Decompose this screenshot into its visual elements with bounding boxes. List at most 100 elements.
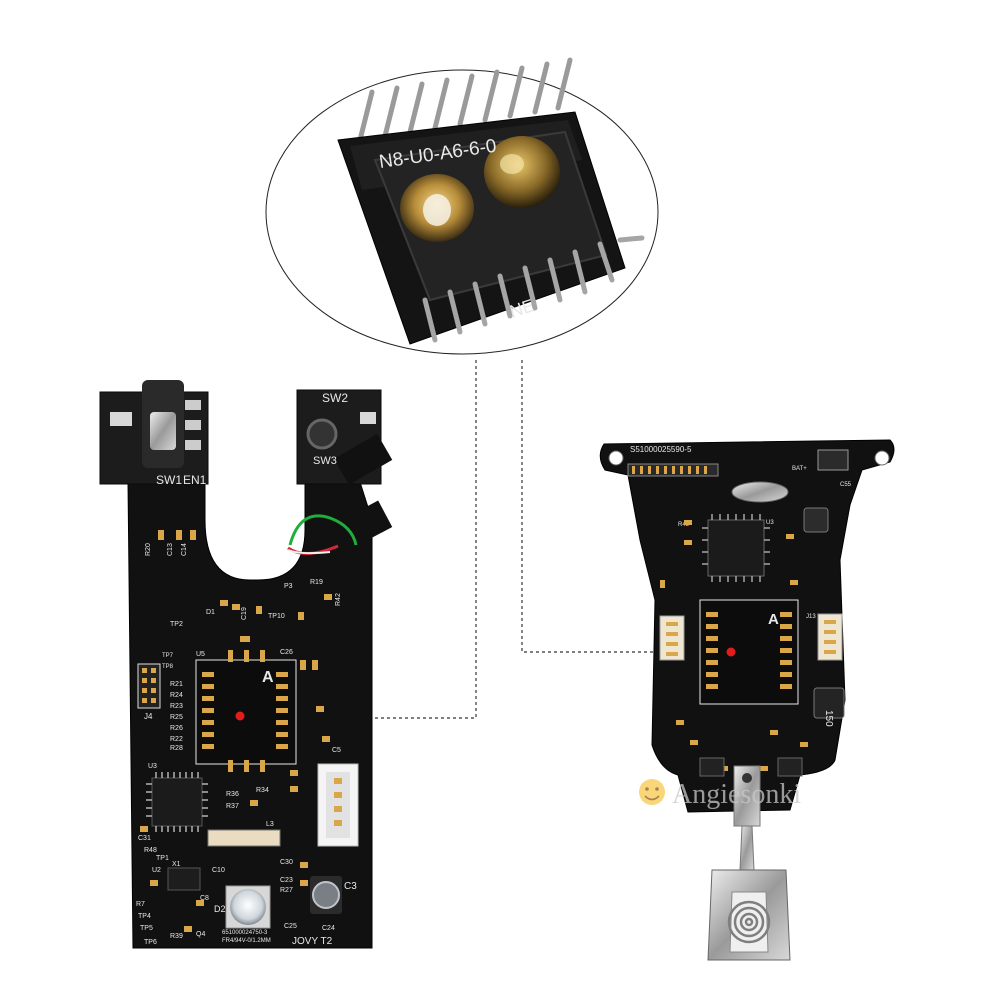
svg-text:C13: C13 bbox=[167, 543, 174, 556]
svg-text:R26: R26 bbox=[170, 725, 183, 732]
mount-hole-left bbox=[608, 450, 624, 466]
right-label-u3: U3 bbox=[766, 520, 774, 526]
svg-text:R27: R27 bbox=[280, 887, 293, 894]
ic-u2 bbox=[167, 867, 201, 891]
svg-text:R42: R42 bbox=[335, 593, 342, 606]
svg-text:TP1: TP1 bbox=[156, 855, 169, 862]
svg-text:R24: R24 bbox=[170, 692, 183, 699]
fpc-connector-left bbox=[207, 829, 281, 847]
svg-text:D2: D2 bbox=[214, 904, 226, 914]
switch-block-right bbox=[296, 389, 393, 550]
header-j4 bbox=[137, 663, 161, 709]
left-component-labels: R20 C13 C14 TP2 D1 TP10 U5 J4 TP7 TP8 R2… bbox=[136, 543, 357, 946]
svg-text:Q4: Q4 bbox=[196, 931, 205, 938]
svg-text:L3: L3 bbox=[266, 821, 274, 828]
right-smd-parts bbox=[660, 520, 808, 771]
callout-zoom: N8-U0-A6-6-0 NE bbox=[265, 57, 659, 355]
header-top-right bbox=[817, 449, 849, 471]
svg-text:R19: R19 bbox=[310, 579, 323, 586]
battery-spring-contact bbox=[707, 765, 791, 961]
svg-text:R34: R34 bbox=[256, 787, 269, 794]
sensor-dot-right bbox=[726, 647, 736, 657]
leader-right bbox=[521, 360, 660, 653]
svg-text:P3: P3 bbox=[284, 583, 293, 590]
svg-text:R21: R21 bbox=[170, 681, 183, 688]
svg-text:J4: J4 bbox=[144, 712, 153, 721]
ic-lower-right bbox=[699, 757, 725, 777]
switch-block-left bbox=[99, 380, 209, 485]
ic-lower-right-b bbox=[777, 757, 803, 777]
right-label-c55: C55 bbox=[840, 482, 852, 488]
left-part-number: 651000024750-3 bbox=[222, 930, 268, 936]
capacitor-c3 bbox=[310, 876, 342, 914]
svg-text:TP6: TP6 bbox=[144, 939, 157, 946]
svg-text:TP8: TP8 bbox=[162, 664, 174, 670]
svg-text:U2: U2 bbox=[152, 867, 161, 874]
svg-text:U5: U5 bbox=[196, 651, 205, 658]
wire-green bbox=[288, 514, 358, 546]
svg-text:R7: R7 bbox=[136, 901, 145, 908]
right-side-mark: 150 bbox=[823, 710, 834, 727]
label-sw1: SW1 bbox=[156, 473, 182, 487]
svg-text:TP2: TP2 bbox=[170, 621, 183, 628]
left-pcb: SW1 EN1 SW2 SW3 R20 C13 C14 TP2 D1 TP10 … bbox=[99, 380, 393, 949]
svg-text:R36: R36 bbox=[226, 791, 239, 798]
svg-text:R23: R23 bbox=[170, 703, 183, 710]
sensor-letter-left: A bbox=[262, 669, 274, 686]
label-sw2: SW2 bbox=[322, 391, 348, 405]
leader-lines bbox=[370, 360, 660, 719]
watermark: Angiesonki bbox=[639, 779, 801, 810]
connector-white-left bbox=[317, 763, 359, 847]
smiley-icon bbox=[639, 779, 665, 805]
mcu-right bbox=[702, 514, 770, 582]
svg-text:TP7: TP7 bbox=[162, 653, 174, 659]
left-brand: JOVY T2 bbox=[292, 936, 333, 947]
svg-text:TP5: TP5 bbox=[140, 925, 153, 932]
svg-text:X1: X1 bbox=[172, 861, 181, 868]
svg-text:R28: R28 bbox=[170, 745, 183, 752]
mount-hole-right bbox=[874, 450, 890, 466]
svg-text:R39: R39 bbox=[170, 933, 183, 940]
right-part-number: S51000025590-5 bbox=[630, 445, 692, 454]
svg-text:R48: R48 bbox=[144, 847, 157, 854]
svg-text:C31: C31 bbox=[138, 835, 151, 842]
right-label-j13: J13 bbox=[806, 614, 816, 620]
right-label-bat: BAT+ bbox=[792, 466, 807, 472]
svg-text:C23: C23 bbox=[280, 877, 293, 884]
watermark-text: Angiesonki bbox=[672, 779, 801, 810]
left-spec: FR4/94V-0/1.2MM bbox=[222, 938, 271, 944]
svg-text:C5: C5 bbox=[332, 747, 341, 754]
right-label-r45: R45 bbox=[678, 522, 690, 528]
svg-text:C19: C19 bbox=[241, 607, 248, 620]
sensor-ic-left: A bbox=[195, 650, 297, 772]
svg-text:C8: C8 bbox=[200, 895, 209, 902]
svg-text:C25: C25 bbox=[284, 923, 297, 930]
svg-text:R22: R22 bbox=[170, 736, 183, 743]
svg-text:C10: C10 bbox=[212, 867, 225, 874]
sensor-chip: N8-U0-A6-6-0 NE bbox=[337, 57, 645, 345]
label-en1: EN1 bbox=[183, 473, 207, 487]
leader-left bbox=[370, 360, 477, 719]
lens-right bbox=[484, 136, 560, 208]
mcu-u3 bbox=[146, 772, 208, 832]
svg-text:TP4: TP4 bbox=[138, 913, 151, 920]
connector-white-right-a bbox=[659, 615, 685, 661]
top-pins bbox=[357, 57, 573, 143]
inductor-lower-right bbox=[813, 687, 845, 719]
bottom-pins bbox=[422, 235, 645, 343]
connector-white-right-b bbox=[817, 613, 843, 661]
inductor-right bbox=[803, 507, 829, 533]
svg-text:U3: U3 bbox=[148, 763, 157, 770]
label-sw3: SW3 bbox=[313, 455, 337, 467]
svg-text:TP10: TP10 bbox=[268, 613, 285, 620]
sensor-letter-right: A bbox=[768, 611, 779, 628]
svg-text:R25: R25 bbox=[170, 714, 183, 721]
right-pcb: S51000025590-5 BAT+ J13 U3 C55 R45 bbox=[599, 439, 895, 813]
svg-text:C26: C26 bbox=[280, 649, 293, 656]
led-d2 bbox=[225, 885, 271, 929]
crystal-right bbox=[731, 481, 789, 503]
sensor-ic-right: A bbox=[699, 599, 799, 705]
svg-text:C30: C30 bbox=[280, 859, 293, 866]
svg-text:D1: D1 bbox=[206, 609, 215, 616]
